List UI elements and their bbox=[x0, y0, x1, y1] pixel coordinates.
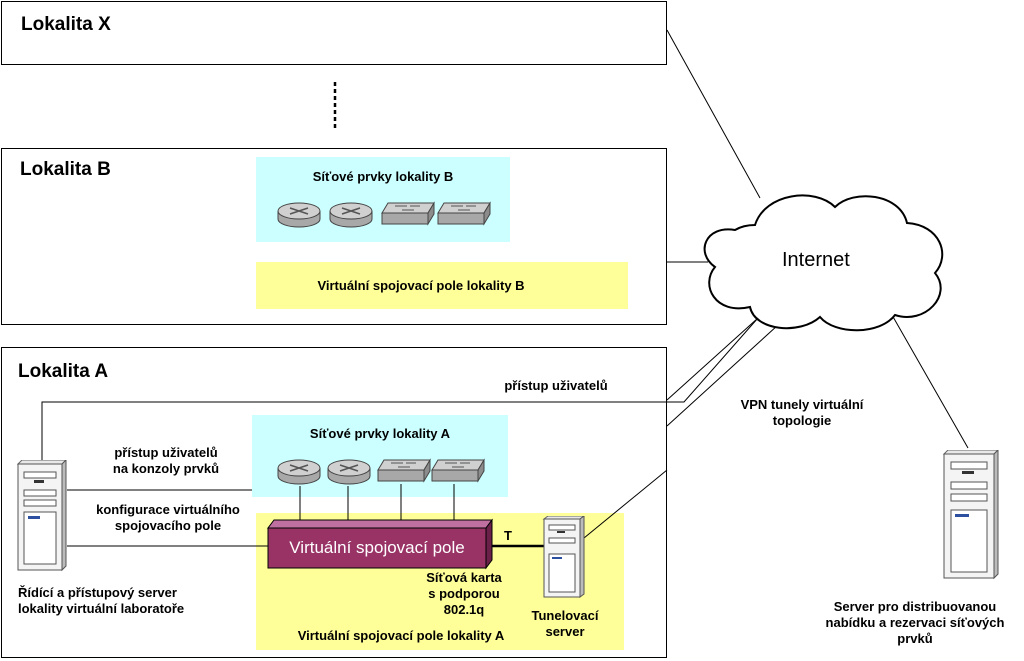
router-icon bbox=[327, 459, 371, 485]
switch-fabric-label: Virtuální spojovací pole bbox=[289, 538, 465, 557]
link-internet-booking bbox=[891, 314, 969, 449]
server-icon bbox=[942, 450, 999, 580]
site-b-fabric-panel: Virtuální spojovací pole lokality B bbox=[256, 262, 628, 309]
site-x-title: Lokalita X bbox=[21, 14, 111, 35]
switch-icon bbox=[381, 201, 435, 226]
vpn-line2: topologie bbox=[772, 413, 832, 428]
site-a-devices-label: Síťové prvky lokality A bbox=[309, 426, 451, 441]
switch-fabric-block bbox=[267, 518, 493, 570]
booking-server-line2: nabídku a rezervaci síťových bbox=[825, 615, 1005, 630]
router-icon bbox=[277, 459, 321, 485]
switch-icon bbox=[437, 201, 491, 226]
site-b-devices-panel: Síťové prvky lokality B bbox=[256, 157, 510, 242]
router-icon bbox=[329, 202, 373, 228]
vpn-tunnel-1 bbox=[666, 317, 759, 401]
nic-line1: Síťová karta bbox=[426, 570, 502, 585]
cloud-icon bbox=[703, 194, 944, 332]
user-access-label: přístup uživatelů bbox=[504, 378, 608, 393]
site-b-title: Lokalita B bbox=[20, 159, 111, 180]
console-access-line1: přístup uživatelů bbox=[114, 445, 218, 460]
more-sites-ellipsis bbox=[333, 82, 337, 128]
tunnel-server-line1: Tunelovací bbox=[531, 608, 599, 623]
server-icon bbox=[16, 460, 67, 572]
config-line1: konfigurace virtuálního bbox=[96, 502, 240, 517]
vpn-tunnel-2 bbox=[666, 324, 779, 427]
console-access-line2: na konzoly prvků bbox=[112, 461, 220, 476]
site-b-devices-label: Síťové prvky lokality B bbox=[312, 169, 454, 184]
site-a-fabric-label: Virtuální spojovací pole lokality A bbox=[297, 628, 505, 643]
booking-server-line1: Server pro distribuovanou bbox=[833, 599, 997, 614]
tunnel-server-line2: server bbox=[545, 624, 585, 639]
site-x-box: Lokalita X bbox=[1, 1, 667, 65]
server-icon bbox=[542, 516, 585, 598]
mgmt-server-caption-line1: Řídící a přístupový server bbox=[18, 585, 177, 600]
booking-server-line3: prvků bbox=[897, 631, 933, 646]
site-a-title: Lokalita A bbox=[18, 361, 109, 382]
nic-line2: s podporou bbox=[428, 586, 500, 601]
site-a-device-icons bbox=[277, 458, 485, 485]
mgmt-server-caption-line2: lokality virtuální laboratoře bbox=[18, 601, 185, 616]
switch-icon bbox=[377, 458, 431, 483]
vpn-line1: VPN tunely virtuální bbox=[740, 397, 864, 412]
site-b-device-icons bbox=[277, 201, 491, 228]
config-line2: spojovacího pole bbox=[114, 518, 222, 533]
site-b-fabric-label: Virtuální spojovací pole lokality B bbox=[317, 278, 525, 293]
trunk-label: T bbox=[504, 528, 512, 543]
nic-line3: 802.1q bbox=[443, 602, 485, 617]
switch-icon bbox=[431, 458, 485, 483]
router-icon bbox=[277, 202, 321, 228]
internet-label: Internet bbox=[782, 249, 850, 271]
link-x-internet bbox=[666, 29, 761, 199]
